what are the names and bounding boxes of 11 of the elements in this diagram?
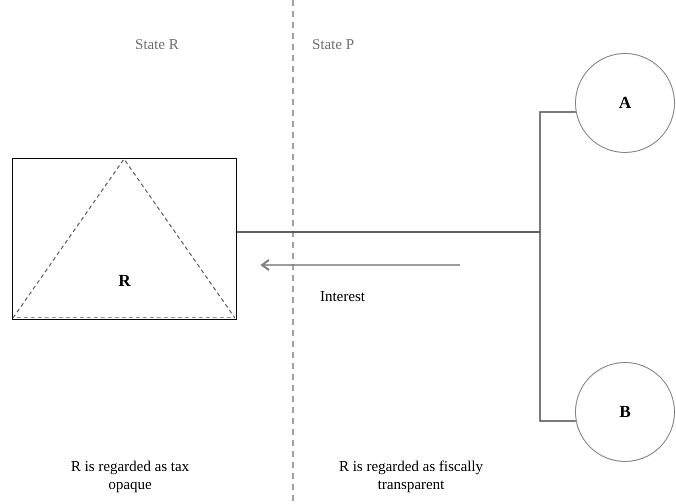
note-text: R is regarded as tax opaque <box>70 458 190 494</box>
region-label: State P <box>312 36 356 54</box>
flow-label: Interest <box>320 288 366 306</box>
node-label: B <box>619 402 631 422</box>
region-label: State R <box>135 36 180 54</box>
connector-line <box>237 231 576 422</box>
entity-circle <box>575 362 675 462</box>
note-text: R is regarded as fiscally transparent <box>338 458 484 494</box>
node-label: R <box>118 271 131 291</box>
entity-circle <box>575 53 675 153</box>
node-label: A <box>618 93 632 113</box>
